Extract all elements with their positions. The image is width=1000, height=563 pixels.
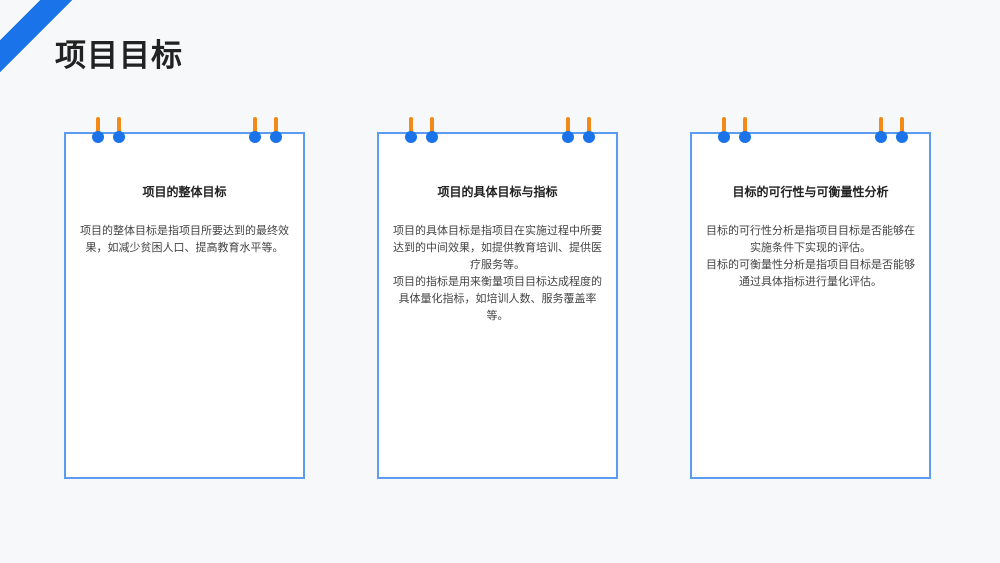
binder-clip-icon — [270, 117, 282, 143]
card-body: 目标的可行性分析是指项目目标是否能够在实施条件下实现的评估。 目标的可衡量性分析… — [706, 224, 915, 288]
corner-decoration — [0, 0, 72, 72]
binder-clip-icon — [426, 117, 438, 143]
goal-card-overall: 项目的整体目标 项目的整体目标是指项目所要达到的最终效果，如减少贫困人口、提高教… — [64, 117, 305, 479]
card-title: 项目的整体目标 — [142, 185, 227, 199]
binder-clip-icon — [739, 117, 751, 143]
binder-clip-icon — [875, 117, 887, 143]
binder-clip-icon — [113, 117, 125, 143]
binder-clip-icon — [92, 117, 104, 143]
slide-title: 项目目标 — [55, 38, 183, 74]
card-title: 目标的可行性与可衡量性分析 — [732, 185, 889, 199]
binder-clip-icon — [562, 117, 574, 143]
goal-card-feasibility: 目标的可行性与可衡量性分析 目标的可行性分析是指项目目标是否能够在实施条件下实现… — [690, 117, 931, 479]
binder-clip-icon — [896, 117, 908, 143]
goal-card-specific: 项目的具体目标与指标 项目的具体目标是指项目在实施过程中所要达到的中间效果，如提… — [377, 117, 618, 479]
card-body: 项目的整体目标是指项目所要达到的最终效果，如减少贫困人口、提高教育水平等。 — [80, 224, 289, 254]
binder-clip-icon — [718, 117, 730, 143]
binder-clip-icon — [405, 117, 417, 143]
binder-clip-icon — [249, 117, 261, 143]
card-body: 项目的具体目标是指项目在实施过程中所要达到的中间效果，如提供教育培训、提供医疗服… — [393, 224, 602, 322]
card-title: 项目的具体目标与指标 — [437, 185, 558, 199]
binder-clip-icon — [583, 117, 595, 143]
